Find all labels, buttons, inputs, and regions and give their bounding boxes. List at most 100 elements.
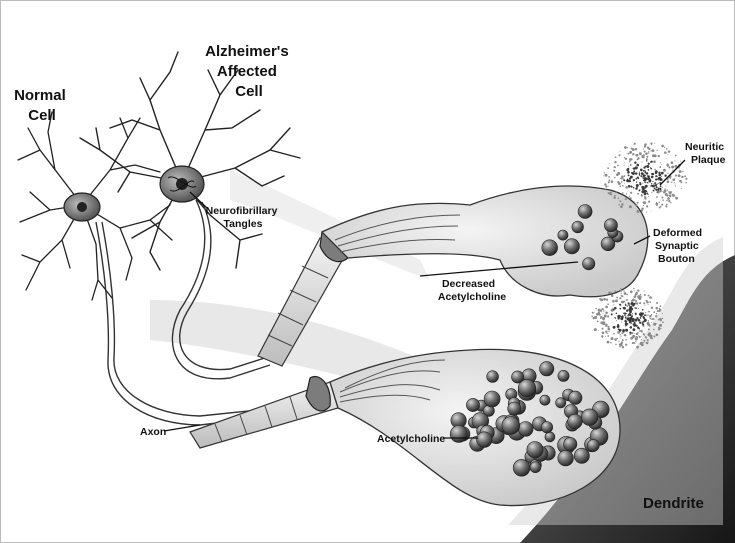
plaque-speck [635, 178, 637, 180]
plaque-speck [636, 181, 637, 182]
plaque-speck [668, 166, 670, 168]
plaque-speck [592, 312, 594, 314]
plaque-speck [664, 188, 666, 190]
plaque-speck [600, 316, 602, 318]
plaque-speck [639, 330, 640, 331]
plaque-speck [651, 161, 653, 163]
plaque-speck [666, 194, 668, 196]
plaque-speck [628, 174, 630, 176]
plaque-speck [624, 312, 626, 314]
plaque-speck [681, 176, 683, 178]
plaque-speck [635, 336, 638, 339]
plaque-speck [655, 203, 658, 206]
plaque-speck [616, 297, 618, 299]
plaque-speck [684, 175, 686, 177]
plaque-speck [607, 326, 609, 328]
plaque-speck [636, 321, 637, 322]
plaque-speck [639, 152, 642, 155]
plaque-speck [641, 186, 644, 189]
plaque-speck [635, 204, 637, 206]
plaque-speck [648, 169, 650, 171]
plaque-speck [635, 154, 637, 156]
plaque-speck [603, 312, 604, 313]
plaque-speck [620, 151, 621, 152]
plaque-speck [630, 181, 631, 182]
plaque-speck [668, 150, 670, 152]
plaque-speck [619, 200, 621, 202]
plaque-speck [620, 206, 623, 209]
plaque-speck [634, 325, 635, 326]
plaque-speck [653, 311, 655, 313]
plaque-speck [607, 341, 610, 344]
plaque-speck [624, 334, 625, 335]
plaque-speck [659, 207, 661, 209]
vesicle [511, 371, 523, 383]
plaque-speck [625, 198, 627, 200]
plaque-speck [672, 179, 675, 182]
vesicle [572, 221, 584, 233]
plaque-speck [658, 155, 660, 157]
plaque-speck [660, 305, 662, 307]
plaque-speck [600, 310, 602, 312]
plaque-speck [619, 329, 622, 332]
plaque-speck [598, 330, 599, 331]
plaque-speck [651, 314, 652, 315]
plaque-speck [651, 168, 652, 169]
plaque-speck [615, 299, 618, 302]
plaque-speck [632, 172, 635, 175]
plaque-speck [681, 182, 682, 183]
plaque-speck [611, 295, 614, 298]
plaque-speck [623, 178, 625, 180]
plaque-speck [646, 160, 647, 161]
plaque-speck [619, 304, 621, 306]
plaque-speck [620, 337, 621, 338]
plaque-speck [646, 172, 648, 174]
plaque-speck [660, 328, 661, 329]
plaque-speck [637, 289, 639, 291]
plaque-speck [656, 196, 658, 198]
plaque-speck [617, 181, 619, 183]
plaque-speck [648, 328, 650, 330]
plaque-speck [671, 181, 672, 182]
plaque-speck [639, 173, 641, 175]
plaque-speck [653, 190, 655, 192]
plaque-speck [603, 317, 605, 319]
plaque-speck [648, 295, 650, 297]
plaque-speck [633, 303, 635, 305]
plaque-speck [621, 203, 623, 205]
plaque-speck [641, 195, 643, 197]
vesicle [545, 432, 555, 442]
plaque-speck [612, 300, 615, 303]
vesicle [581, 409, 598, 426]
plaque-speck [601, 308, 603, 310]
plaque-speck [601, 328, 603, 330]
plaque-speck [633, 324, 635, 326]
plaque-speck [659, 201, 660, 202]
plaque-speck [627, 153, 628, 154]
plaque-speck [615, 192, 617, 194]
plaque-speck [633, 328, 636, 331]
plaque-speck [608, 176, 610, 178]
plaque-speck [643, 179, 646, 182]
plaque-speck [635, 166, 638, 169]
plaque-speck [608, 292, 611, 295]
plaque-speck [668, 200, 670, 202]
plaque-speck [640, 296, 642, 298]
plaque-speck [624, 183, 625, 184]
plaque-speck [611, 337, 614, 340]
plaque-speck [634, 297, 635, 298]
vesicle [578, 205, 592, 219]
plaque-speck [650, 185, 652, 187]
plaque-speck [608, 331, 609, 332]
plaque-speck [653, 184, 654, 185]
plaque-speck [643, 170, 645, 172]
plaque-speck [611, 313, 613, 315]
plaque-speck [641, 339, 642, 340]
plaque-speck [620, 315, 621, 316]
plaque-speck [658, 328, 660, 330]
plaque-speck [616, 174, 617, 175]
plaque-speck [685, 178, 687, 180]
plaque-speck [633, 170, 635, 172]
plaque-speck [624, 292, 627, 295]
